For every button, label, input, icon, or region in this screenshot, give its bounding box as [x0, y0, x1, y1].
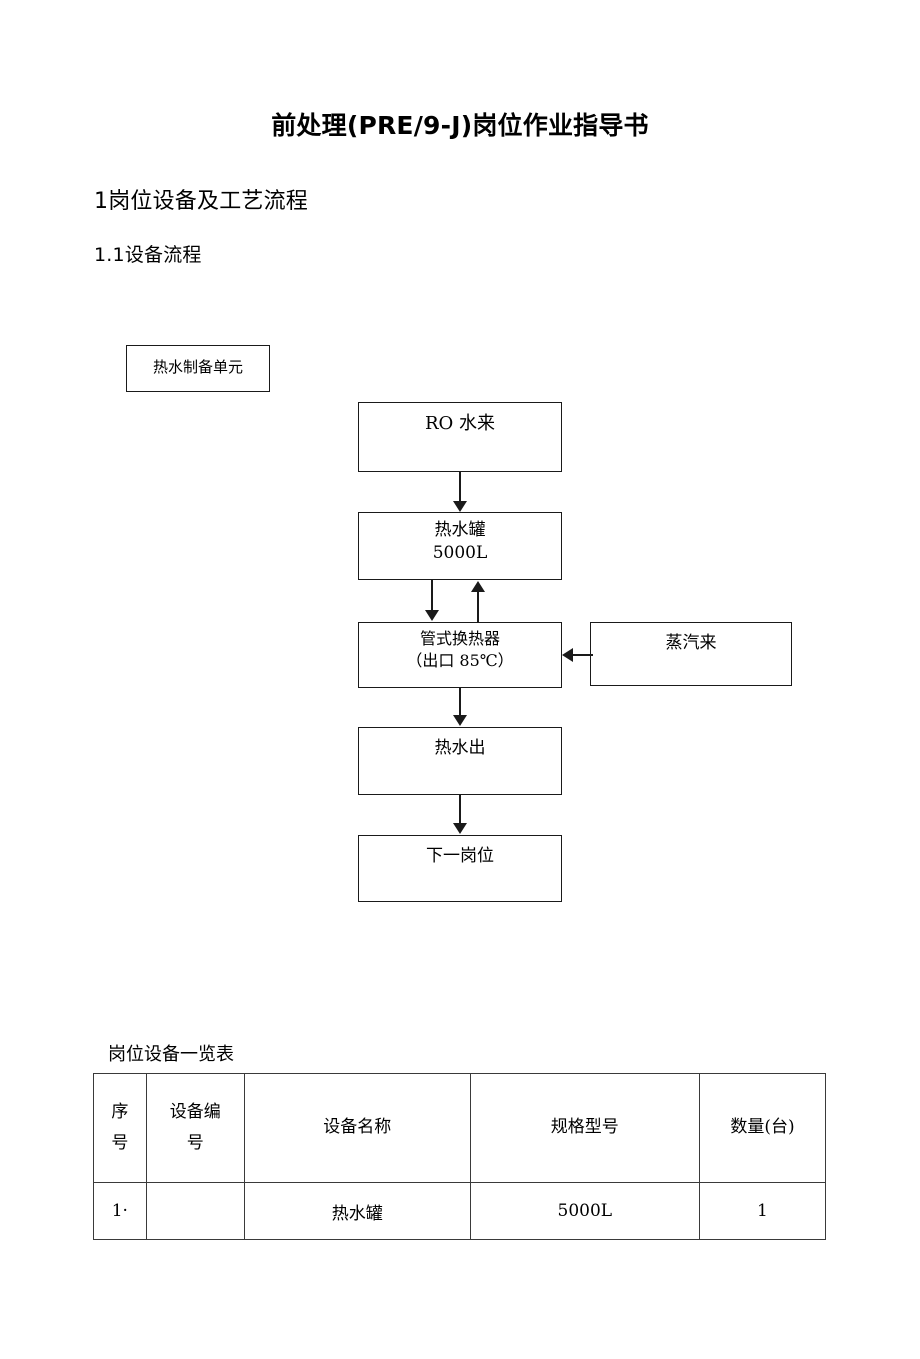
section-heading-1: 1岗位设备及工艺流程 [94, 189, 308, 214]
arrowhead-ro-to-tank [453, 501, 467, 512]
arrowhead-hx-to-hot-water-out [453, 715, 467, 726]
arrowhead-tank-to-hx [425, 610, 439, 621]
table-cell-specification: 5000L [469, 1182, 700, 1240]
connector-hot-water-out-to-next [459, 795, 461, 824]
flow-node-hot-water-tank-label: 热水罐 5000L [432, 520, 488, 563]
table-header-equipment-code: 设备编 号 [145, 1073, 245, 1183]
arrowhead-hot-water-out-to-next [453, 823, 467, 834]
flow-node-hot-water-out: 热水出 [358, 727, 562, 795]
table-header-quantity: 数量(台) [698, 1073, 827, 1183]
flow-node-hot-water-tank: 热水罐 5000L [358, 512, 562, 580]
connector-tank-to-hx [431, 580, 433, 611]
table-cell-quantity: 1 [698, 1182, 827, 1240]
flow-node-steam-in: 蒸汽来 [590, 622, 792, 686]
table-row: 1· 热水罐 5000L 1 [93, 1182, 827, 1240]
arrowhead-hx-to-tank-return [471, 581, 485, 592]
table-header-row: 序 号 设备编 号 设备名称 规格型号 数量(台) [93, 1073, 827, 1183]
connector-ro-to-tank [459, 472, 461, 502]
flow-node-hot-water-unit: 热水制备单元 [126, 345, 270, 392]
connector-hx-to-tank-return [477, 591, 479, 622]
flow-node-next-station: 下一岗位 [358, 835, 562, 902]
flow-node-tubular-heat-exchanger-label: 管式换热器 （出口 85℃） [406, 629, 514, 670]
page-title: 前处理(PRE/9-J)岗位作业指导书 [271, 111, 649, 140]
flow-node-ro-water-in: RO 水来 [358, 402, 562, 472]
table-caption: 岗位设备一览表 [108, 1044, 234, 1065]
flow-node-steam-in-label: 蒸汽来 [665, 633, 717, 653]
flow-node-next-station-label: 下一岗位 [426, 846, 494, 866]
table-header-seq: 序 号 [93, 1073, 147, 1183]
flow-node-ro-water-in-label: RO 水来 [424, 413, 496, 434]
flow-node-hot-water-out-label: 热水出 [434, 738, 486, 758]
connector-hx-to-hot-water-out [459, 688, 461, 716]
equipment-table: 序 号 设备编 号 设备名称 规格型号 数量(台) 1· 热水罐 5000L 1 [93, 1073, 827, 1240]
connector-steam-to-hx [573, 654, 593, 656]
table-header-equipment-name: 设备名称 [243, 1073, 471, 1183]
table-cell-seq: 1· [93, 1182, 147, 1240]
section-heading-1-1: 1.1设备流程 [94, 244, 202, 266]
table-header-specification: 规格型号 [469, 1073, 700, 1183]
table-cell-equipment-name: 热水罐 [243, 1182, 471, 1240]
flow-node-hot-water-unit-label: 热水制备单元 [152, 358, 243, 376]
table-cell-equipment-code [145, 1182, 245, 1240]
flow-node-tubular-heat-exchanger: 管式换热器 （出口 85℃） [358, 622, 562, 688]
equipment-flow-diagram: 热水制备单元 RO 水来 热水罐 5000L 管式换热器 （出口 85℃） 蒸汽… [126, 345, 792, 902]
arrowhead-steam-to-hx [562, 648, 573, 662]
